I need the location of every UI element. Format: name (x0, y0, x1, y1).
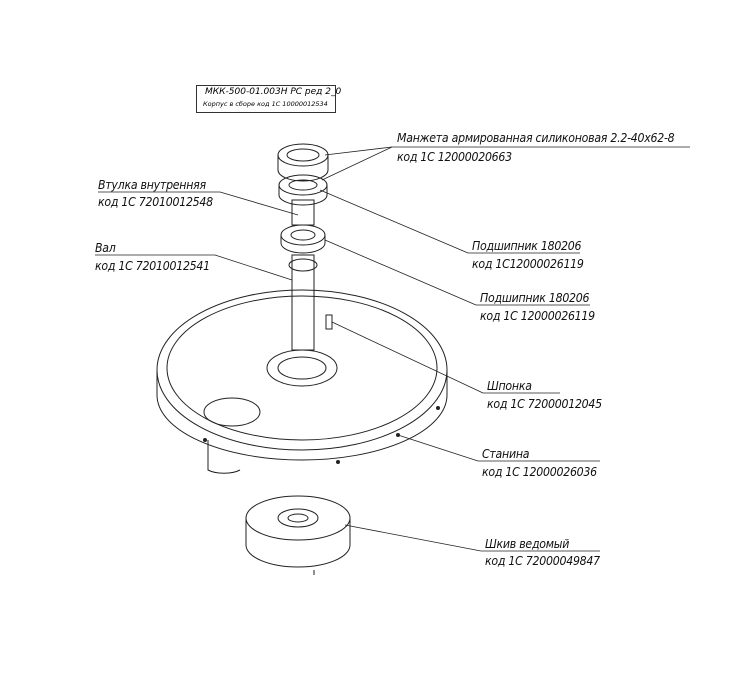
callout-bearing1-name: Подшипник 180206 (472, 238, 582, 253)
callout-bushing-code: код 1С 72010012548 (98, 194, 213, 209)
bearings-seals (277, 143, 329, 254)
callout-bushing-name: Втулка внутренняя (98, 177, 206, 192)
callout-pulley-name: Шкив ведомый (485, 536, 570, 551)
callout-base-code: код 1С 12000026036 (482, 464, 597, 479)
leader-lines (95, 146, 690, 552)
callout-seal-code: код 1С 12000020663 (397, 149, 512, 164)
callout-key-code: код 1С 72000012045 (487, 396, 602, 411)
title-block-designation: МКК-500-01.003Н РС ред 2_0 (205, 87, 342, 97)
callout-pulley-code: код 1С 72000049847 (485, 553, 600, 568)
base-stanina (156, 289, 448, 474)
callout-shaft-name: Вал (95, 240, 116, 255)
title-block-description: Корпус в сборе код 1С 10000012534 (203, 100, 328, 108)
callout-base-name: Станина (482, 446, 530, 461)
callout-bearing2-code: код 1С 12000026119 (480, 308, 595, 323)
callout-shaft-code: код 1С 72010012541 (95, 258, 210, 273)
callout-bearing2-name: Подшипник 180206 (480, 290, 590, 305)
pulley-shkiv (245, 495, 351, 575)
callout-seal-name: Манжета армированная силиконовая 2.2-40х… (397, 130, 675, 145)
callout-bearing1-code: код 1С12000026119 (472, 256, 584, 271)
shaft-val (288, 254, 333, 351)
callout-key-name: Шпонка (487, 378, 532, 393)
title-block: МКК-500-01.003Н РС ред 2_0 Корпус в сбор… (196, 85, 341, 113)
